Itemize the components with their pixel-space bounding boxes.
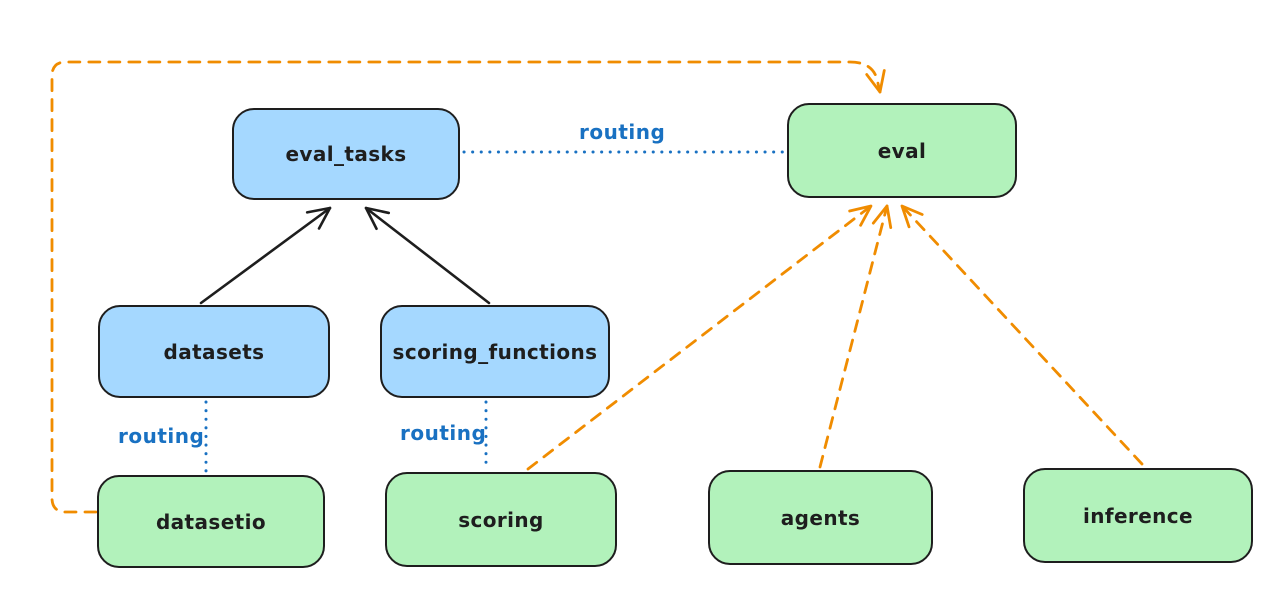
edge-datasetio-to-eval <box>50 60 886 514</box>
edge-scoring-functions-to-eval-tasks <box>364 206 491 305</box>
node-inference: inference <box>1023 468 1253 563</box>
node-datasetio: datasetio <box>97 475 325 568</box>
node-datasetio-label: datasetio <box>155 509 267 534</box>
routing-label-datasets-datasetio: routing <box>118 424 205 448</box>
routing-label-scoring-functions-scoring: routing <box>400 421 487 445</box>
node-datasets-label: datasets <box>163 339 265 364</box>
node-eval-tasks: eval_tasks <box>232 108 460 200</box>
node-scoring-functions: scoring_functions <box>380 305 610 398</box>
node-inference-label: inference <box>1082 503 1194 528</box>
node-eval: eval <box>787 103 1017 198</box>
node-scoring-functions-label: scoring_functions <box>392 339 598 364</box>
node-scoring-label: scoring <box>458 507 544 532</box>
node-agents: agents <box>708 470 933 565</box>
node-scoring: scoring <box>385 472 617 567</box>
edge-datasets-to-eval-tasks <box>199 206 332 305</box>
routing-label-eval-tasks-eval: routing <box>579 120 666 144</box>
edge-inference-to-eval <box>900 204 1144 466</box>
node-datasets: datasets <box>98 305 330 398</box>
node-eval-label: eval <box>877 138 927 163</box>
edge-agents-to-eval <box>818 204 893 469</box>
node-agents-label: agents <box>780 505 861 530</box>
edge-scoring-to-eval <box>526 204 873 471</box>
node-eval-tasks-label: eval_tasks <box>285 142 407 166</box>
